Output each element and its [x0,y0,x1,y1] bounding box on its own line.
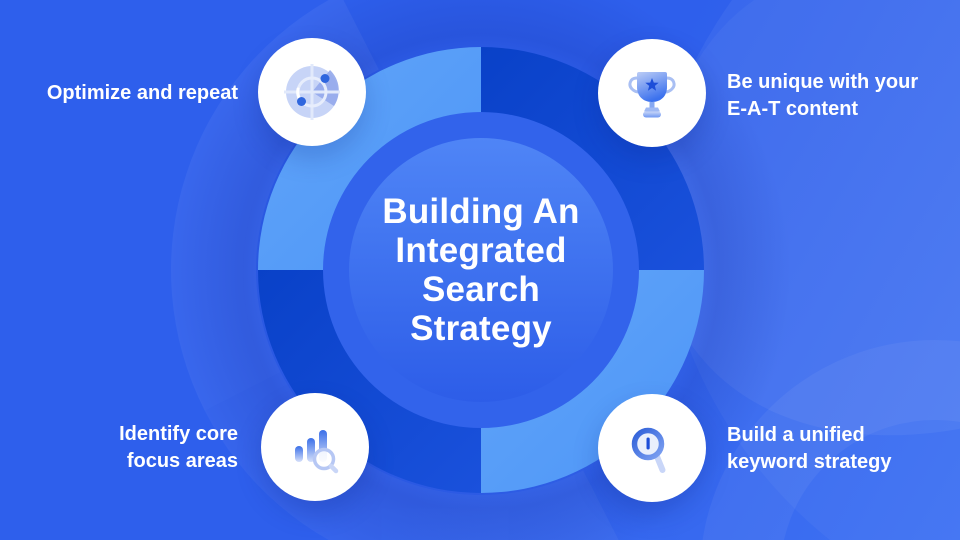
node-label-keyword-strategy: Build a unified keyword strategy [727,424,892,473]
node-badge-core-focus-areas [261,393,369,501]
center-circle [349,138,613,402]
page-title-line: Strategy [410,309,552,348]
page-title-line: Search [422,270,540,309]
node-label-core-focus-areas: Identify core focus areas [119,423,238,472]
page-title-line: Integrated [395,231,567,270]
node-badge-keyword-strategy [598,394,706,502]
radar-target-icon [284,64,340,120]
ring-quadrant-top-right [481,47,704,270]
trophy-icon [628,72,676,118]
node-label-eat-content: Be unique with your E-A-T content [727,71,919,120]
node-badge-eat-content [598,39,706,147]
ring-quadrant-bottom-right [481,270,704,493]
bar-chart-magnifier-icon [295,430,339,474]
ring-quadrant-top-left [258,47,481,270]
node-badge-optimize-and-repeat [258,38,366,146]
page-title: Building An Integrated Search Strategy [349,138,613,402]
magnifier-icon [631,427,666,473]
page-title-line: Building An [382,192,580,231]
ring-quadrant-bottom-left [258,270,481,493]
node-label-optimize-and-repeat: Optimize and repeat [46,82,238,104]
